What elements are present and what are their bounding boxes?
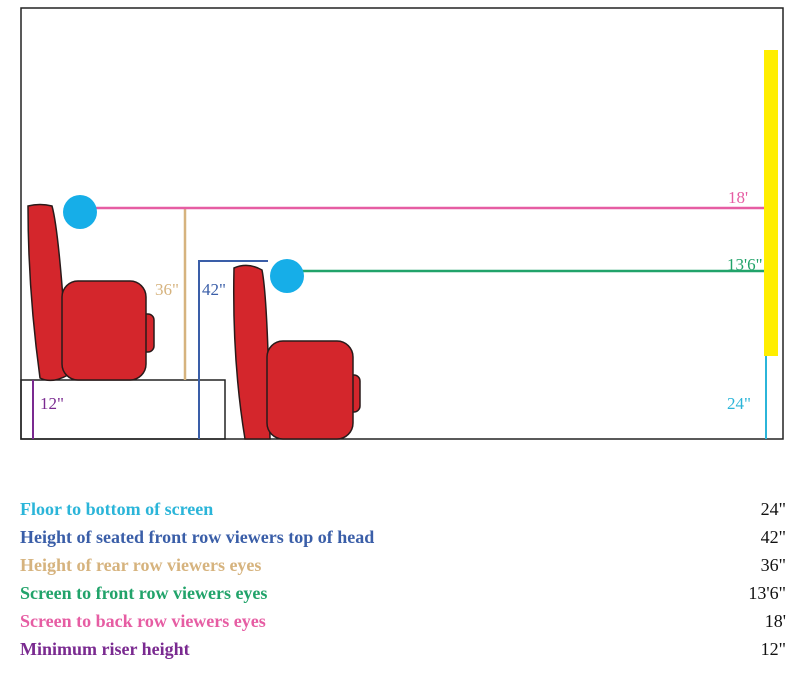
- legend-row-riser-height: Minimum riser height 12": [20, 636, 786, 664]
- legend-label: Screen to front row viewers eyes: [20, 583, 268, 603]
- front-head-height-label: 42": [202, 280, 226, 299]
- legend-label: Minimum riser height: [20, 639, 190, 659]
- front-seat-back: [232, 264, 271, 440]
- legend-row-back-row-distance: Screen to back row viewers eyes 18': [20, 608, 786, 636]
- legend-value: 13'6": [748, 583, 786, 603]
- diagram-frame: [20, 7, 784, 440]
- legend-value: 42": [760, 527, 786, 547]
- riser-height-label: 12": [40, 394, 64, 413]
- legend-row-screen-bottom: Floor to bottom of screen 24": [20, 496, 786, 524]
- theater-diagram: 18' 13'6" 36" 42" 12" 24": [20, 7, 784, 440]
- rear-eye-height-label: 36": [155, 280, 179, 299]
- legend-row-front-head-height: Height of seated front row viewers top o…: [20, 524, 786, 552]
- legend-row-front-row-distance: Screen to front row viewers eyes 13'6": [20, 580, 786, 608]
- legend-value: 24": [760, 499, 786, 519]
- front-viewer-eye-icon: [270, 259, 304, 293]
- legend-label: Screen to back row viewers eyes: [20, 611, 266, 631]
- legend-value: 36": [760, 555, 786, 575]
- rear-seat-cushion: [61, 280, 147, 381]
- legend: Floor to bottom of screen 24" Height of …: [20, 496, 786, 664]
- legend-value: 12": [760, 639, 786, 659]
- legend-label: Height of seated front row viewers top o…: [20, 527, 375, 547]
- legend-row-rear-eye-height: Height of rear row viewers eyes 36": [20, 552, 786, 580]
- legend-label: Floor to bottom of screen: [20, 499, 214, 519]
- screen: [764, 50, 778, 356]
- rear-viewer-eye-icon: [63, 195, 97, 229]
- back-row-distance-label: 18': [728, 188, 748, 207]
- legend-label: Height of rear row viewers eyes: [20, 555, 262, 575]
- front-head-height-line: [198, 260, 268, 439]
- front-seat-cushion: [266, 340, 354, 440]
- front-row-seat: [232, 264, 361, 440]
- legend-value: 18': [764, 611, 786, 631]
- screen-bottom-label: 24": [727, 394, 751, 413]
- rear-row-seat: [27, 203, 155, 382]
- front-row-distance-label: 13'6": [727, 255, 763, 274]
